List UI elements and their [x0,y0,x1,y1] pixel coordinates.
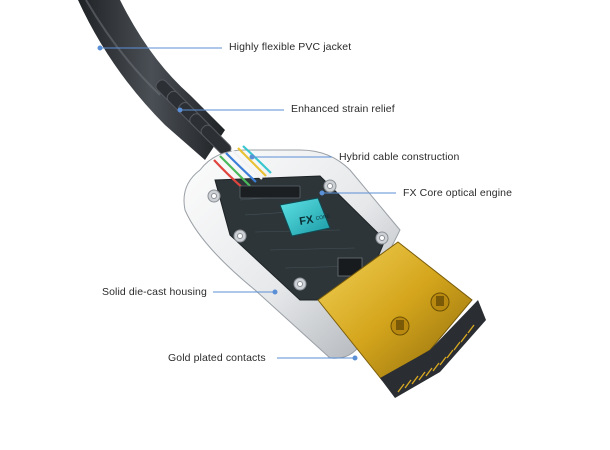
gold-hdmi-plug [317,241,486,398]
callout-contacts: Gold plated contacts [168,352,266,364]
screw-holes [207,179,389,291]
small-ic [337,257,363,277]
svg-text:CORE: CORE [315,213,331,222]
callout-engine: FX Core optical engine [403,187,513,199]
fx-core-chip: FX CORE [279,197,331,237]
callout-hybrid: Hybrid cable construction [339,151,460,163]
callout-jacket: Highly flexible PVC jacket [229,41,352,53]
svg-text:FX: FX [298,214,315,228]
callout-strain-relief: Enhanced strain relief [291,103,395,115]
callout-housing: Solid die-cast housing [102,286,207,298]
leader-lines [97,45,396,361]
wire-connector [239,185,301,199]
